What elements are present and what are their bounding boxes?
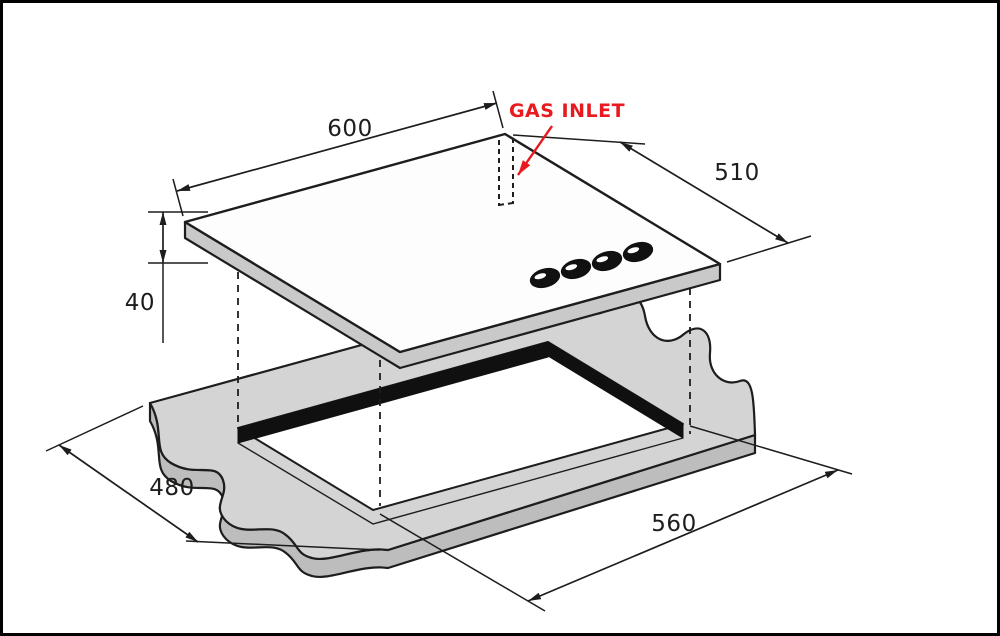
dimension-line [527,469,839,602]
extension-line [185,540,381,551]
dimension-line [176,102,498,192]
knob [560,258,592,280]
dimension-label-hob-height: 40 [125,290,155,316]
extension-line [689,425,853,475]
gas-inlet-callout: GAS INLET [509,100,625,176]
extension-line [726,235,812,263]
dimension-label-hob-depth: 510 [714,160,759,186]
dimension-line [619,141,789,244]
gas-inlet-label: GAS INLET [509,100,625,122]
dimension-line [58,444,199,543]
dimension-cutout-depth: 480 [45,405,381,551]
dimension-label-hob-width: 600 [327,116,372,142]
extension-line [379,513,546,612]
dimension-hob-depth: 510 [512,134,812,263]
control-knobs [529,241,654,289]
extension-line [492,90,504,129]
gas-inlet-pipe-dashed [498,138,514,206]
cutout-back-left-wall [237,341,549,444]
dimension-hob-width: 600 [172,90,504,217]
extension-line [45,405,144,452]
knob [622,241,654,263]
cutout-inner-bottom-edges [237,437,684,525]
knob [591,250,623,272]
dimension-hob-height: 40 [125,211,208,343]
projection-lines [237,272,691,506]
extension-line [512,134,646,145]
worktop-cutout-hole [237,341,684,525]
extension-line [172,178,184,217]
dimension-cutout-width: 560 [379,425,853,612]
knob [529,267,561,289]
gas-inlet-arrow [517,125,553,176]
dimension-label-cutout-width: 560 [651,511,696,537]
dimension-label-cutout-depth: 480 [149,475,194,501]
gas-inlet-pipe-bottom-edge [498,202,514,206]
